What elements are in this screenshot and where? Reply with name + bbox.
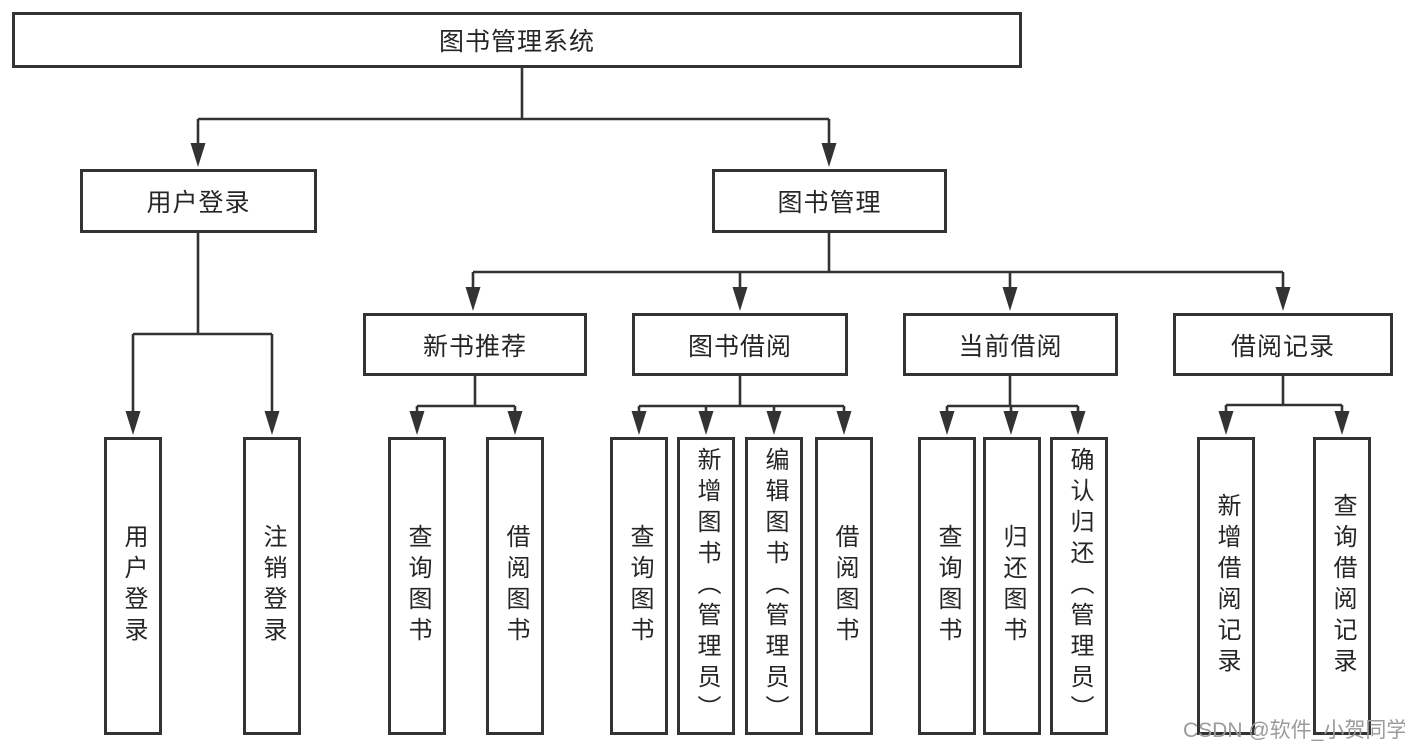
node-borrowing-records: 借阅记录 [1173,313,1393,376]
node-label: 新书推荐 [422,332,527,361]
leaf-label: 借阅图书 [502,524,529,648]
leaf-borrow-books-recommend: 借阅图书 [486,437,544,735]
leaf-logout: 注销登录 [243,437,301,735]
leaf-edit-books-admin: 编辑图书（管理员） [745,437,803,735]
node-label: 图书管理系统 [438,28,595,56]
leaf-confirm-return-admin: 确认归还（管理员） [1050,437,1108,735]
node-user-login: 用户登录 [80,169,317,233]
node-label: 借阅记录 [1230,332,1335,361]
leaf-label: 新增图书（管理员） [693,446,720,726]
node-library-management-system: 图书管理系统 [12,12,1022,68]
node-label: 当前借阅 [958,332,1063,361]
node-label: 图书借阅 [687,332,792,361]
leaf-query-borrow-record: 查询借阅记录 [1313,437,1371,735]
leaf-return-books: 归还图书 [983,437,1041,735]
leaf-add-books-admin: 新增图书（管理员） [677,437,735,735]
leaf-label: 编辑图书（管理员） [761,446,788,726]
node-current-borrowing: 当前借阅 [903,313,1118,376]
leaf-query-books-current: 查询图书 [918,437,976,735]
leaf-label: 查询借阅记录 [1329,493,1356,679]
arrowhead-icons [125,143,1350,435]
node-new-book-recommendation: 新书推荐 [363,313,587,376]
leaf-label: 确认归还（管理员） [1066,446,1093,726]
leaf-label: 查询图书 [404,524,431,648]
leaf-label: 新增借阅记录 [1213,493,1240,679]
leaf-user-login: 用户登录 [104,437,162,735]
leaf-borrow-books: 借阅图书 [815,437,873,735]
leaf-query-books-recommend: 查询图书 [388,437,446,735]
node-book-management: 图书管理 [712,169,947,233]
leaf-label: 借阅图书 [831,524,858,648]
leaf-label: 查询图书 [626,524,653,648]
leaf-label: 归还图书 [999,524,1026,648]
leaf-add-borrow-record: 新增借阅记录 [1197,437,1255,735]
node-label: 图书管理 [777,189,882,217]
node-book-borrowing: 图书借阅 [632,313,848,376]
leaf-query-books-borrowing: 查询图书 [610,437,668,735]
leaf-label: 用户登录 [120,524,147,648]
leaf-label: 查询图书 [934,524,961,648]
node-label: 用户登录 [146,189,251,217]
csdn-watermark: CSDN @软件_小贺同学 [1183,719,1405,742]
leaf-label: 注销登录 [259,524,286,648]
